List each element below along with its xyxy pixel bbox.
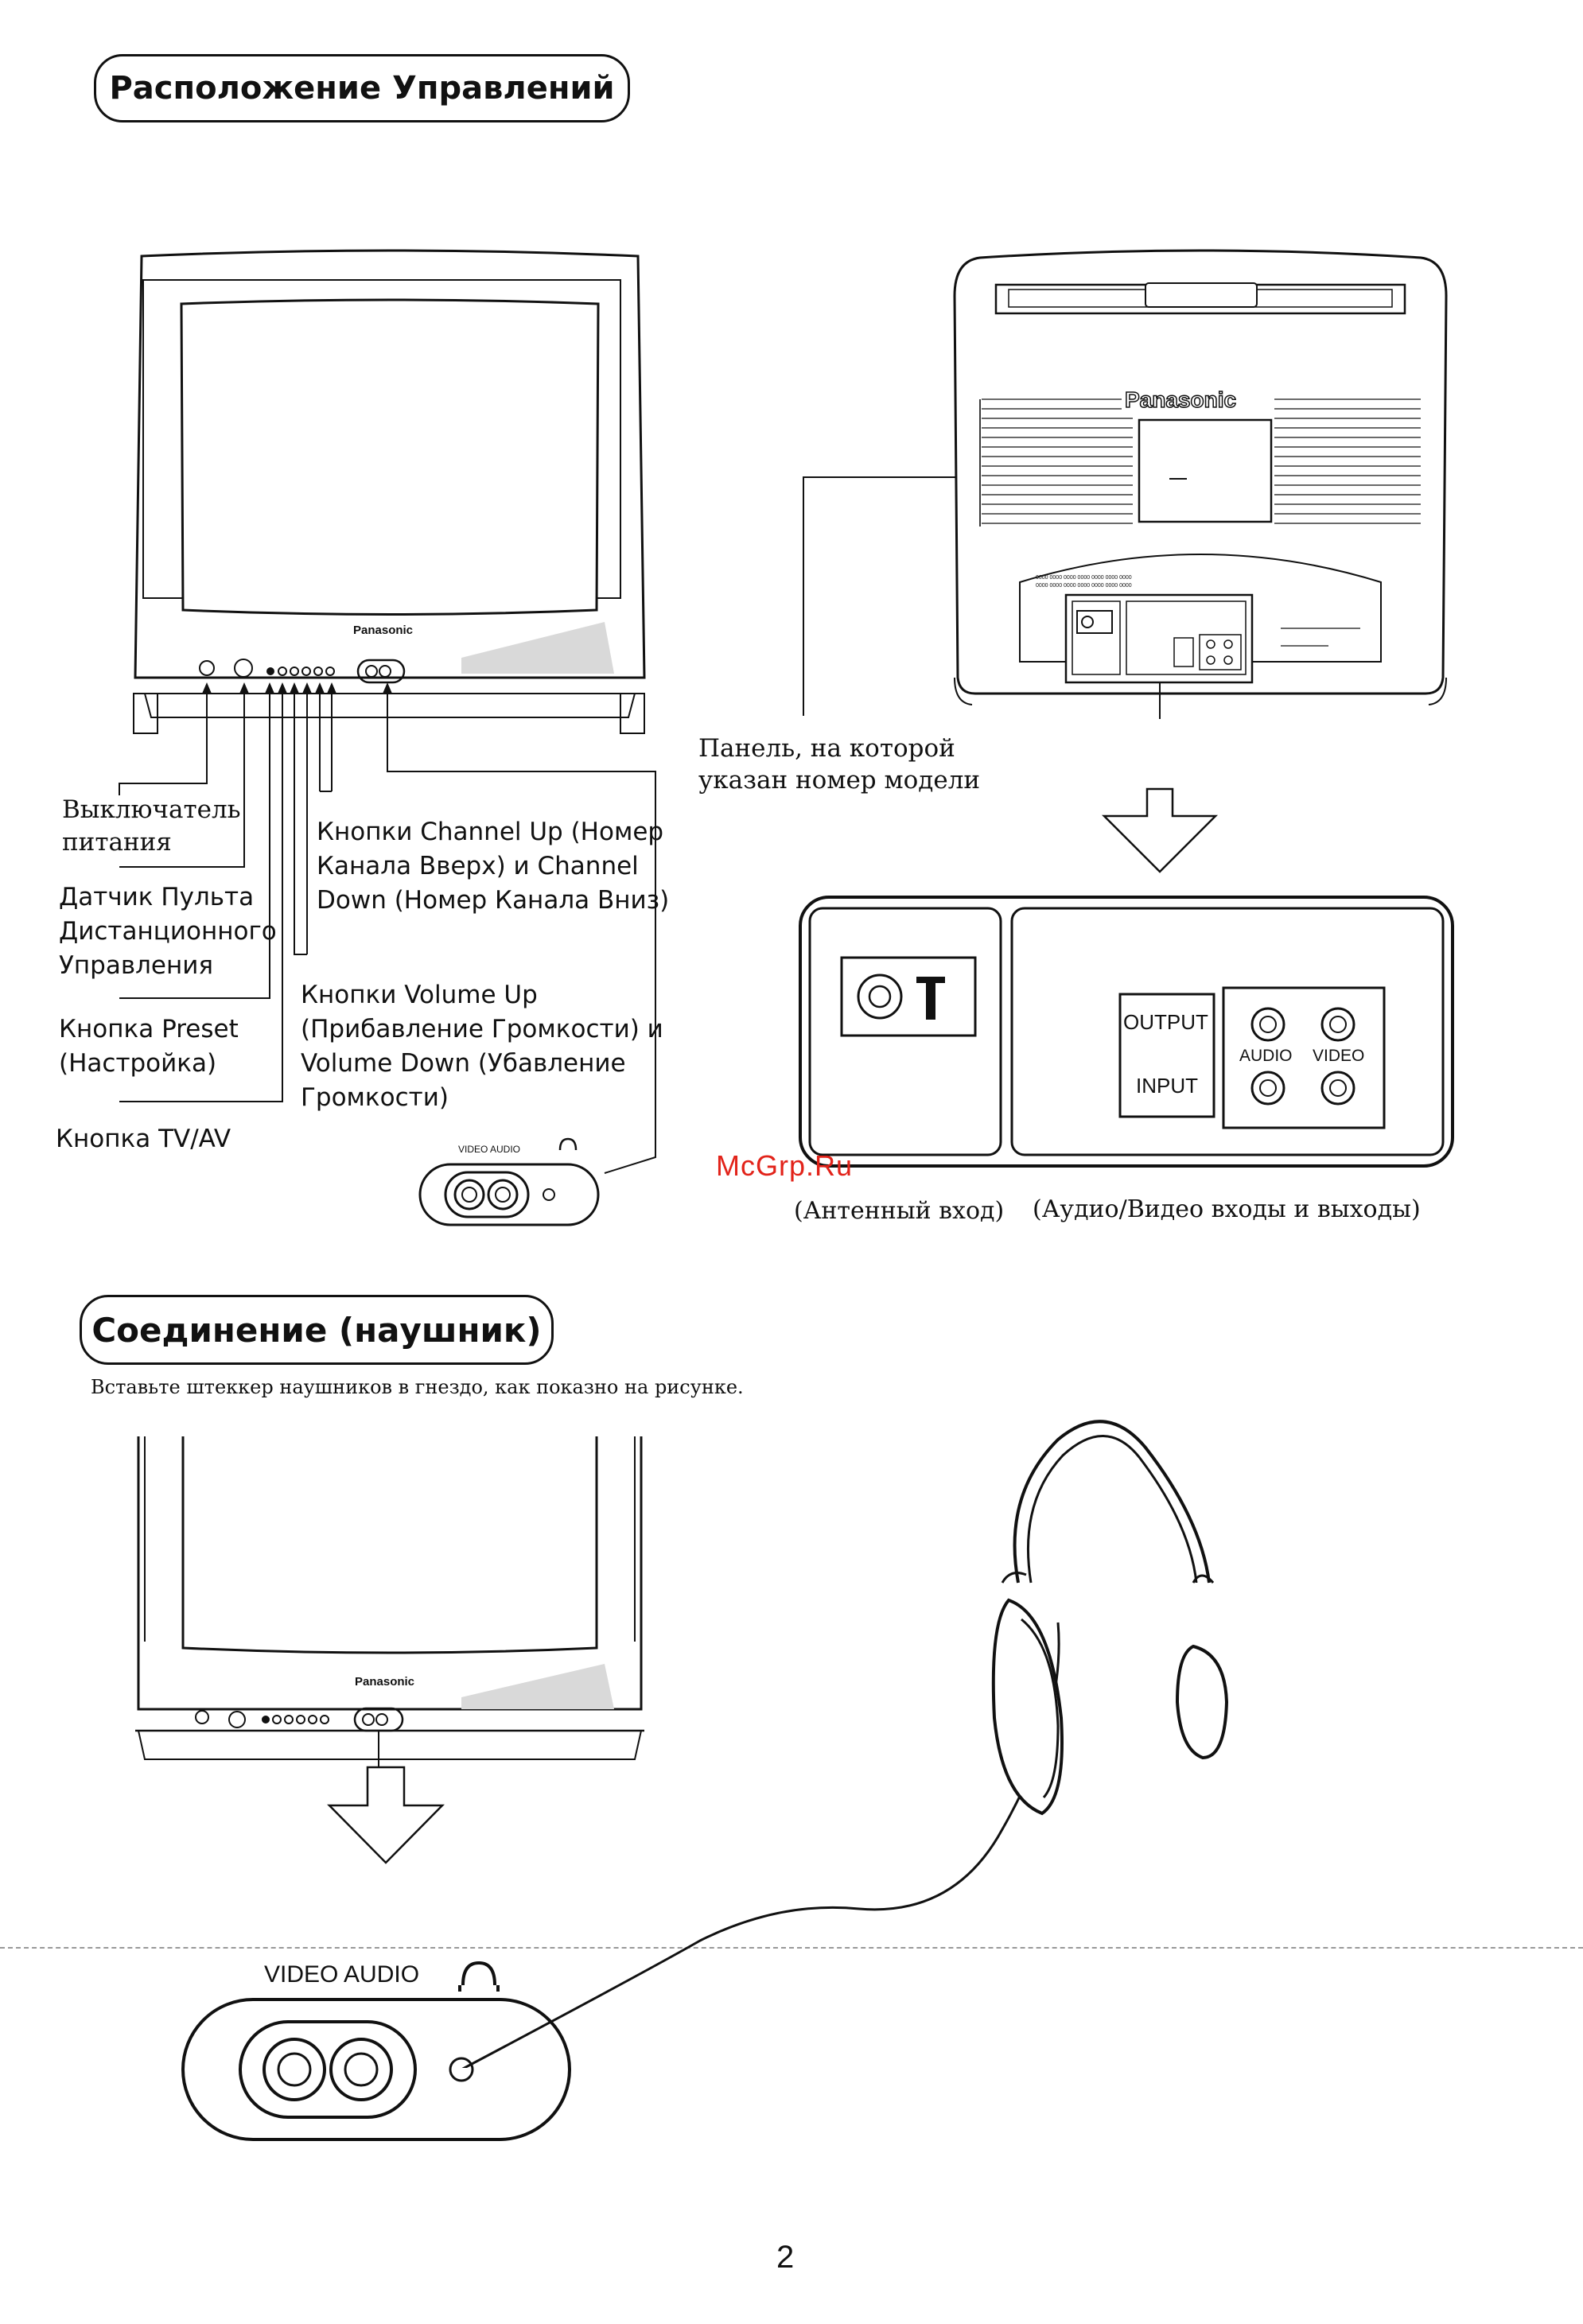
headphones-illustration xyxy=(461,1420,1229,2068)
av-caption: (Аудио/Видео входы и выходы) xyxy=(1033,1195,1421,1223)
callout-preset-button: Кнопка Preset (Настройка) xyxy=(59,1015,239,1078)
callout-channel-buttons: Кнопки Channel Up (Номер Канала Вверх) и… xyxy=(317,818,670,915)
small-headphone-jack xyxy=(418,1137,600,1226)
headphone-instruction: Вставьте штеккер наушников в гнездо, как… xyxy=(91,1376,744,1398)
callout-volume-buttons: Кнопки Volume Up (Прибавление Громкости)… xyxy=(301,981,663,1112)
panel-video-label: VIDEO xyxy=(1313,1047,1365,1065)
zoom-arrow-lower xyxy=(327,1766,445,1864)
panel-output-label: OUTPUT xyxy=(1123,1010,1208,1034)
page-number: 2 xyxy=(776,2240,795,2275)
large-headphone-jack xyxy=(181,1961,571,2141)
section-title-headphone: Соединение (наушник) xyxy=(80,1295,554,1365)
svg-text:0000 0000 0000 0000 0000 0000: 0000 0000 0000 0000 0000 0000 0000 xyxy=(1036,575,1132,581)
tv-rear-brand: Panasonic xyxy=(1122,387,1240,413)
section-title-headphone-text: Соединение (наушник) xyxy=(91,1310,542,1350)
dashed-divider xyxy=(0,1947,1583,1949)
callout-model-panel: Панель, на которой указан номер модели xyxy=(698,734,981,795)
tv-rear-illustration: 0000 0000 0000 0000 0000 0000 0000 0000 … xyxy=(953,249,1448,719)
callout-tvav-button: Кнопка TV/AV xyxy=(56,1125,231,1153)
panel-audio-label: AUDIO xyxy=(1239,1047,1293,1065)
antenna-caption: (Антенный вход) xyxy=(794,1197,1005,1225)
tv-front-illustration xyxy=(133,249,646,734)
svg-text:0000 0000 0000 0000 0000 0000: 0000 0000 0000 0000 0000 0000 0000 xyxy=(1036,583,1132,589)
zoom-arrow-rear xyxy=(1101,787,1219,873)
connector-panel xyxy=(799,896,1454,1168)
large-jack-label: VIDEO AUDIO xyxy=(264,1961,420,1988)
watermark: McGrp.Ru xyxy=(716,1149,854,1182)
callout-power-switch: Выключатель питания xyxy=(62,795,241,857)
small-jack-label: VIDEO AUDIO xyxy=(458,1144,521,1155)
panel-input-label: INPUT xyxy=(1136,1074,1198,1098)
section-title-controls: Расположение Управлений xyxy=(94,54,630,122)
tv-front-lower xyxy=(135,1436,644,1769)
callout-remote-sensor: Датчик Пульта Дистанционного Управления xyxy=(59,883,277,980)
tv-lower-brand: Panasonic xyxy=(355,1675,415,1689)
tv-front-brand: Panasonic xyxy=(353,624,414,637)
section-title-controls-text: Расположение Управлений xyxy=(109,70,615,107)
